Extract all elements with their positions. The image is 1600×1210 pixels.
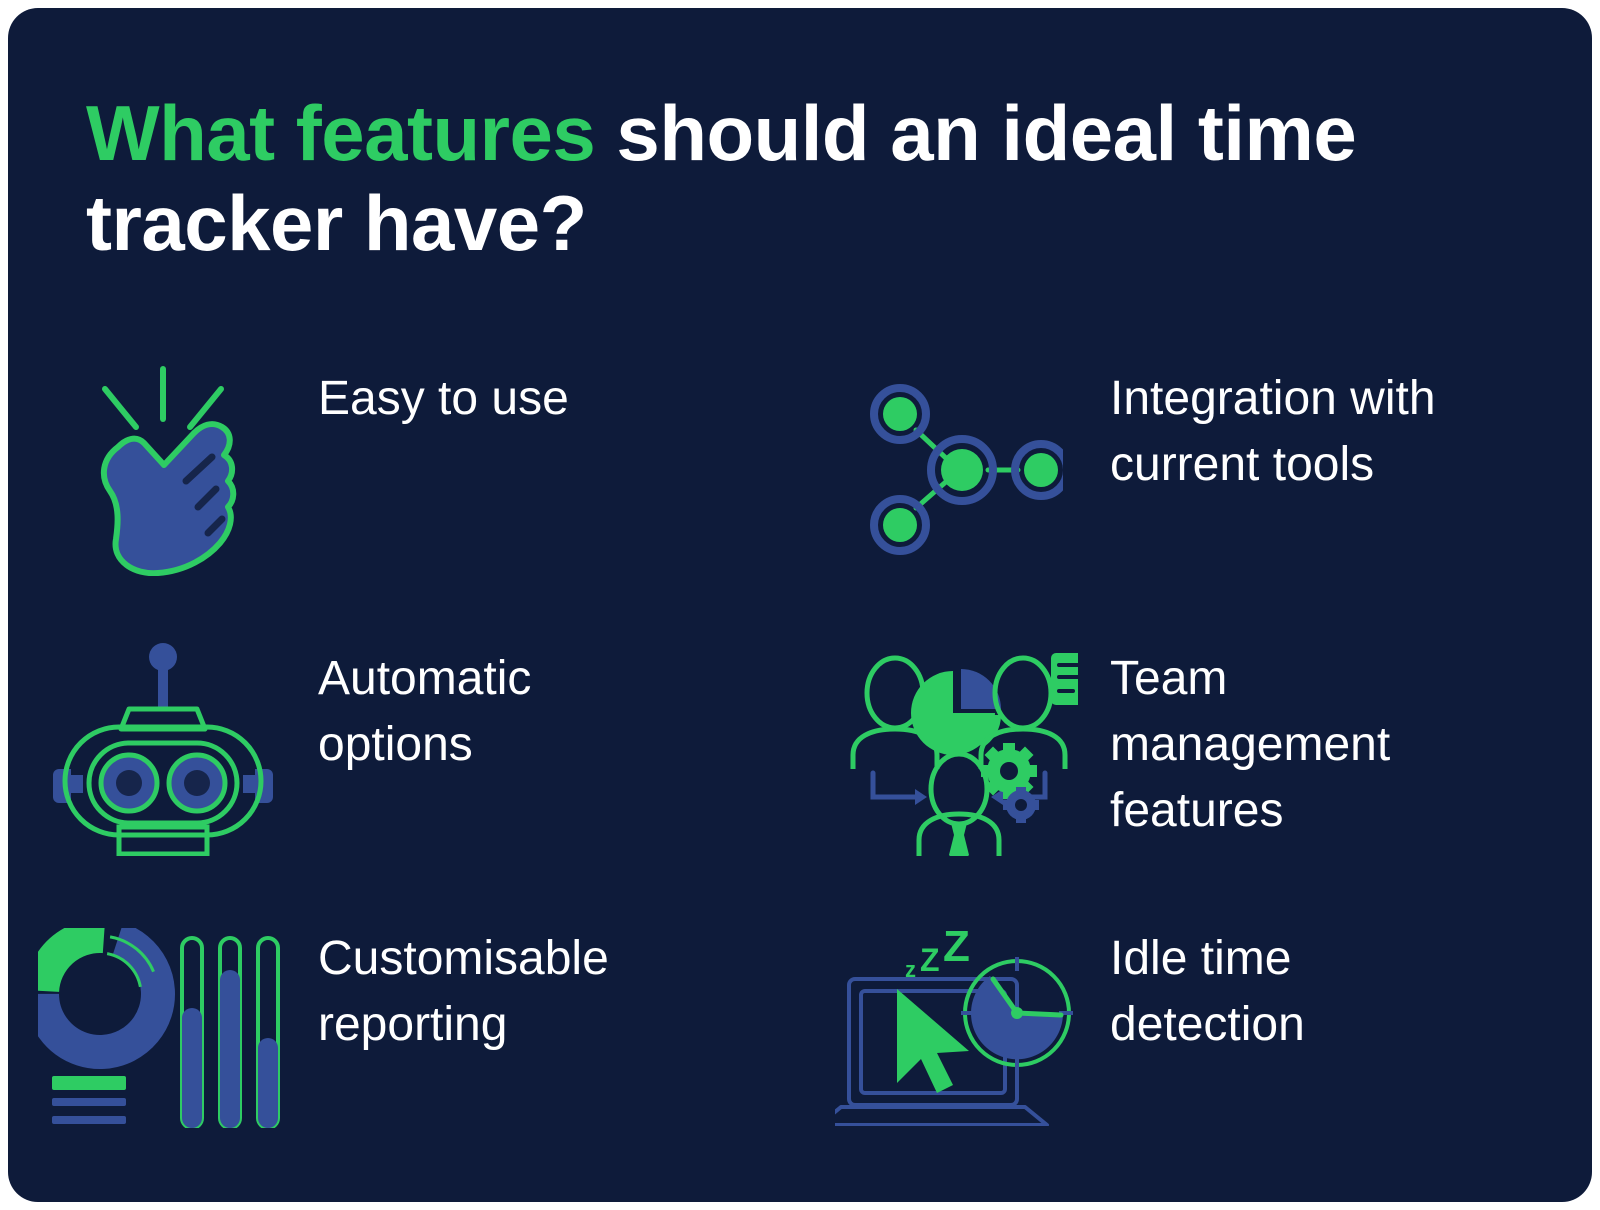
svg-text:Z: Z (943, 931, 970, 971)
feature-label: Idle time detection (1110, 932, 1305, 1052)
svg-text:z: z (905, 957, 916, 982)
features-grid: Easy to use (8, 328, 1592, 1168)
feature-label: Team management features (1110, 652, 1391, 838)
infographic-card: What features should an ideal time track… (8, 8, 1592, 1202)
network-nodes-icon (800, 328, 1110, 608)
team-management-icon: $ (800, 608, 1110, 888)
feature-item-integration: Integration with current tools (800, 328, 1592, 608)
idle-laptop-clock-icon: z Z Z (800, 888, 1110, 1168)
feature-label: Customisable reporting (318, 932, 609, 1052)
feature-label: Automatic options (318, 652, 532, 772)
title-highlight: What features (86, 89, 596, 177)
donut-chart-icon (8, 888, 318, 1168)
feature-item-easy-to-use: Easy to use (8, 328, 800, 608)
feature-item-team-management: $ (800, 608, 1592, 888)
finger-snap-icon (8, 328, 318, 608)
feature-label: Easy to use (318, 372, 569, 425)
title-rest: should an ideal time tracker have? (86, 89, 1357, 268)
robot-head-icon (8, 608, 318, 888)
page-title: What features should an ideal time track… (86, 88, 1386, 269)
svg-text:Z: Z (920, 942, 940, 978)
feature-item-idle-time: z Z Z (800, 888, 1592, 1168)
features-row: Customisable reporting z Z Z (8, 888, 1592, 1168)
features-row: Easy to use (8, 328, 1592, 608)
feature-label: Integration with current tools (1110, 372, 1436, 492)
feature-item-customisable-reporting: Customisable reporting (8, 888, 800, 1168)
feature-item-automatic-options: Automatic options (8, 608, 800, 888)
features-row: Automatic options (8, 608, 1592, 888)
